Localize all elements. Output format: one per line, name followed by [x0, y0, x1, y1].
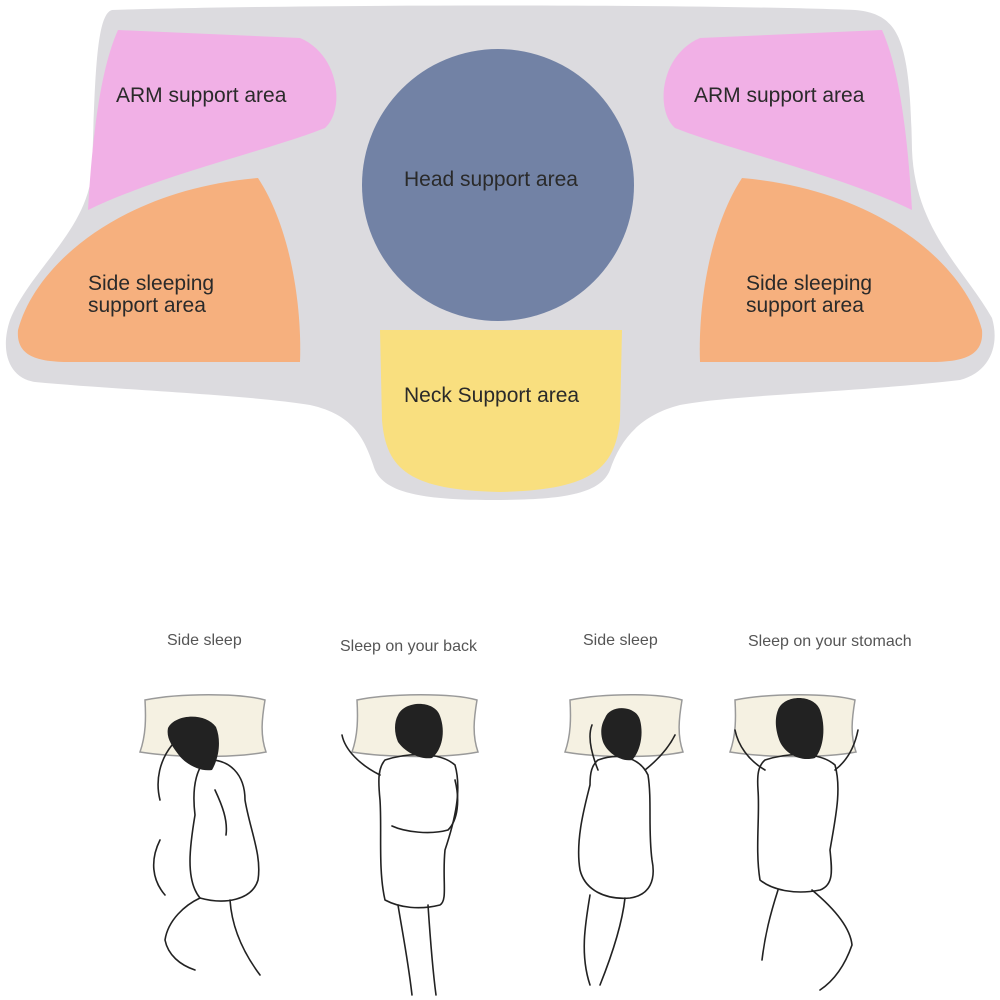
position-label-side-sleep-2: Side sleep — [583, 632, 658, 649]
neck-zone-label: Neck Support area — [404, 384, 580, 407]
arm-support-zone-right — [663, 30, 912, 210]
hair-icon — [601, 708, 642, 761]
figure-side-sleep-1 — [138, 694, 267, 976]
side-zone-label-right: Side sleeping support area — [746, 273, 872, 317]
hair-icon — [775, 698, 824, 760]
head-zone-label: Head support area — [404, 168, 578, 191]
hair-icon — [395, 703, 443, 759]
arm-outline — [589, 724, 676, 771]
side-zone-label-left: Side sleeping support area — [88, 273, 214, 317]
position-label-back-sleep: Sleep on your back — [340, 638, 477, 655]
leg-outline — [397, 904, 437, 996]
side-sleeping-zone-left — [17, 178, 301, 362]
arm-outline — [734, 729, 859, 771]
position-label-side-sleep-1: Side sleep — [167, 632, 242, 649]
figure-side-sleep-2 — [563, 694, 684, 986]
arm-zone-label-right: ARM support area — [694, 84, 865, 107]
hair-icon — [167, 716, 219, 771]
arm-outline — [157, 744, 228, 836]
head-support-zone — [362, 49, 634, 321]
leg-outline — [152, 839, 261, 976]
leg-outline — [583, 894, 626, 986]
arm-support-zone-left — [88, 30, 337, 210]
body-outline — [189, 759, 260, 902]
figure-back-sleep — [341, 694, 479, 996]
body-outline — [756, 753, 839, 893]
body-outline — [577, 755, 654, 900]
side-zone-label-left-line2: support area — [88, 294, 206, 317]
side-zone-label-left-line1: Side sleeping — [88, 272, 215, 295]
side-zone-label-right-line2: support area — [746, 294, 864, 317]
arm-outline — [341, 734, 459, 834]
side-sleeping-zone-right — [699, 178, 983, 362]
arm-zone-label-left: ARM support area — [116, 84, 287, 107]
figure-stomach-sleep — [728, 694, 859, 991]
position-label-stomach-sleep: Sleep on your stomach — [748, 633, 912, 650]
neck-support-zone — [380, 330, 622, 492]
pillow-zone-diagram — [5, 5, 995, 500]
body-outline — [378, 753, 459, 909]
leg-outline — [761, 889, 853, 991]
side-zone-label-right-line1: Side sleeping — [746, 272, 873, 295]
